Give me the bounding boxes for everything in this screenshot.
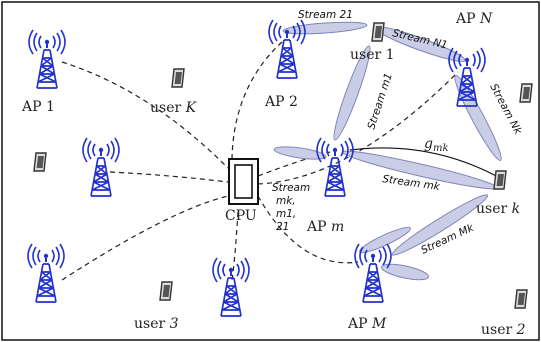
userk-label: user k <box>476 201 520 217</box>
user3-label: user 3 <box>134 316 179 332</box>
svg-text:mk,: mk, <box>276 195 296 207</box>
fronthaul-ap1 <box>61 61 229 169</box>
apN-label: AP N <box>455 11 493 27</box>
beam-apm-side <box>273 146 327 160</box>
ap-left-tower-icon <box>82 137 120 197</box>
fronthaul-ap-bottom <box>231 211 239 281</box>
ap1-label: AP 1 <box>21 99 55 115</box>
channel-gmk-line <box>349 147 501 179</box>
userK-label: user K <box>150 100 198 116</box>
svg-text:21: 21 <box>276 221 289 233</box>
stream-Nk-label: Stream Nk <box>487 82 524 137</box>
ap-bottom-tower-icon <box>212 257 250 317</box>
ap-bottom-left-tower-icon <box>27 243 65 303</box>
userk-phone-icon <box>493 170 507 190</box>
svg-text:Stream: Stream <box>272 182 310 194</box>
apm-tower-icon <box>316 137 354 197</box>
beam-apM-userk <box>391 194 489 256</box>
userK-phone-icon <box>171 68 185 88</box>
stream-21-label: Stream 21 <box>298 9 353 21</box>
beam-apm-user1 <box>333 45 371 141</box>
ap2-label: AP 2 <box>264 94 298 110</box>
user-right-phone-icon <box>519 83 533 103</box>
fronthaul-ap-left <box>109 171 229 183</box>
channel-gmk-label: gmk <box>424 136 449 154</box>
user2-label: user 2 <box>481 322 526 338</box>
apM-label: AP M <box>347 316 387 332</box>
user1-label: user 1 <box>350 47 395 63</box>
user-left-phone-icon <box>33 152 47 172</box>
cpu-stream-label: Stream mk, m1, 21 <box>272 182 310 233</box>
user3-phone-icon <box>159 281 173 301</box>
user2-phone-icon <box>514 289 528 309</box>
stream-m1-label: Stream m1 <box>365 72 394 131</box>
apM-tower-icon <box>354 243 392 303</box>
svg-text:m1,: m1, <box>276 208 296 220</box>
fronthaul-ap-bottom-left <box>61 195 229 281</box>
cpu-label: CPU <box>225 208 257 224</box>
user1-phone-icon <box>371 22 385 42</box>
beam-apM-right <box>380 263 430 281</box>
apm-label: AP m <box>306 219 344 235</box>
ap1-tower-icon <box>28 29 66 89</box>
cpu-icon <box>228 158 259 205</box>
